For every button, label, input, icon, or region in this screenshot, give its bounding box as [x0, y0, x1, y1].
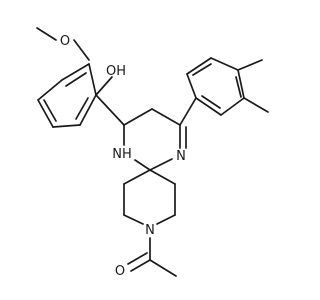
amine-nh-label: NH: [112, 147, 132, 162]
acetyl-group: [127, 237, 177, 277]
methoxyphenol-ring: [37, 63, 97, 128]
piperidine-ring: [123, 169, 176, 225]
hydroxyl-label: OH: [106, 64, 126, 79]
dimethylphenyl-ring: [179, 57, 245, 126]
aryl-link-bond: [95, 94, 125, 126]
pyrimidine-ring: [123, 108, 187, 171]
methoxy-oxygen-label: O: [60, 34, 70, 49]
molecule-canvas: O OH NH N N O: [36, 27, 269, 279]
methyl-groups: [237, 59, 269, 113]
structure-diagram: O OH NH N N O: [36, 27, 269, 279]
methoxy-group: [36, 27, 90, 61]
piperidine-nitrogen-label: N: [145, 223, 155, 238]
carbonyl-oxygen-label: O: [115, 264, 125, 279]
imine-nitrogen-label: N: [176, 149, 186, 164]
hydroxyl-bond: [95, 76, 113, 96]
